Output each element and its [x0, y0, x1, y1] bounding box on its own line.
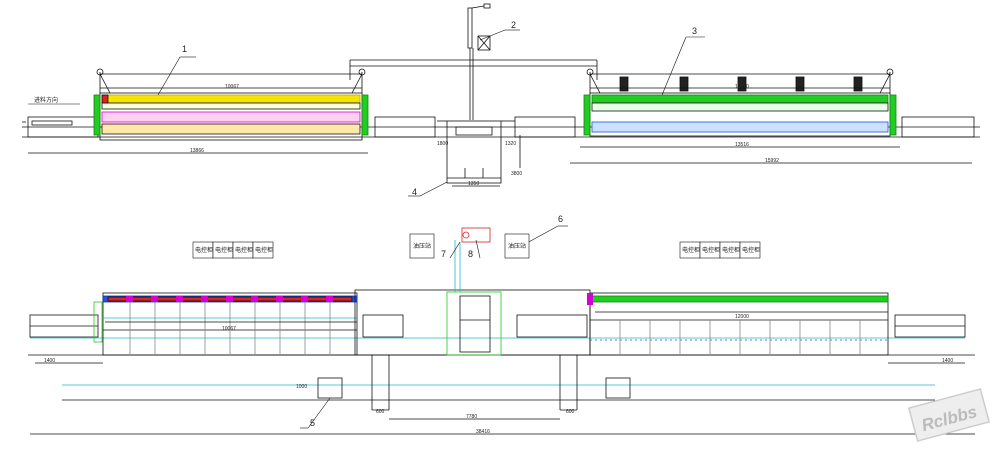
feed-direction-label: 进料方向	[34, 96, 58, 104]
dim-pit-width: 1350	[468, 181, 479, 187]
dim-bottom-right-offset: 1400	[942, 358, 953, 364]
dim-left-furnace: 10067	[225, 84, 239, 90]
right-hydraulic-station	[504, 233, 530, 259]
quench-pit	[437, 120, 515, 184]
dim-bottom-right-furnace: 12000	[735, 314, 749, 320]
dim-bottom-small-1: 1000	[296, 384, 307, 390]
left-cabinet-2-label: 电控柜	[215, 246, 233, 254]
dim-bottom-pit-span: 7780	[466, 414, 477, 420]
plan-left-furnace	[93, 292, 358, 356]
dim-left-line: 13866	[190, 148, 204, 154]
dim-pit-depth: 1320	[505, 141, 516, 147]
right-control-cabinets	[679, 241, 761, 259]
right-transfer-table	[514, 116, 576, 138]
dim-right-line: 15992	[765, 158, 779, 164]
callout-1: 1	[182, 44, 187, 54]
right-cabinet-3-label: 电控柜	[722, 246, 740, 254]
dim-bottom-small-3: 600	[566, 409, 575, 415]
left-cabinet-1-label: 电控柜	[195, 246, 213, 254]
left-trench	[317, 377, 343, 399]
left-hydraulic-station-label: 油压站	[413, 242, 431, 250]
callout-8: 8	[468, 249, 473, 259]
right-trench	[605, 377, 631, 399]
right-cabinet-4-label: 电控柜	[742, 246, 760, 254]
callout-2: 2	[511, 20, 516, 30]
top-elevation-view	[22, 3, 980, 187]
plan-right-transfer	[516, 314, 588, 338]
plan-right-furnace	[587, 292, 889, 356]
right-unloading-table	[901, 116, 975, 138]
right-cabinet-1-label: 电控柜	[682, 246, 700, 254]
left-furnace	[93, 68, 369, 141]
callout-4: 4	[412, 187, 417, 197]
left-control-cabinets	[192, 241, 274, 259]
dim-pit-side: 3800	[511, 171, 522, 177]
bottom-plan-view	[28, 227, 975, 435]
right-furnace	[583, 68, 897, 137]
callout-3: 3	[692, 26, 697, 36]
right-cabinet-2-label: 电控柜	[702, 246, 720, 254]
dim-bottom-small-2: 600	[376, 409, 385, 415]
left-transfer-table	[374, 116, 436, 138]
callout-6: 6	[558, 214, 563, 224]
dim-right-furnace: 13000	[735, 84, 749, 90]
plan-left-transfer	[362, 314, 404, 338]
right-hydraulic-station-label: 油压站	[508, 242, 526, 250]
dim-bottom-left-furnace: 10067	[222, 326, 236, 332]
dim-bottom-total: 38416	[476, 429, 490, 435]
dim-right-inner: 13516	[735, 142, 749, 148]
callout-7: 7	[441, 249, 446, 259]
left-hydraulic-station	[409, 233, 435, 259]
transfer-frame	[349, 3, 598, 120]
left-cabinet-4-label: 电控柜	[255, 246, 273, 254]
callout-5: 5	[310, 418, 315, 428]
leader-lines	[157, 29, 705, 429]
dim-pit-height: 1800	[437, 141, 448, 147]
dim-bottom-left-offset: 1400	[44, 358, 55, 364]
watermark-logo: Rclbbs	[907, 388, 991, 442]
left-cabinet-3-label: 电控柜	[235, 246, 253, 254]
